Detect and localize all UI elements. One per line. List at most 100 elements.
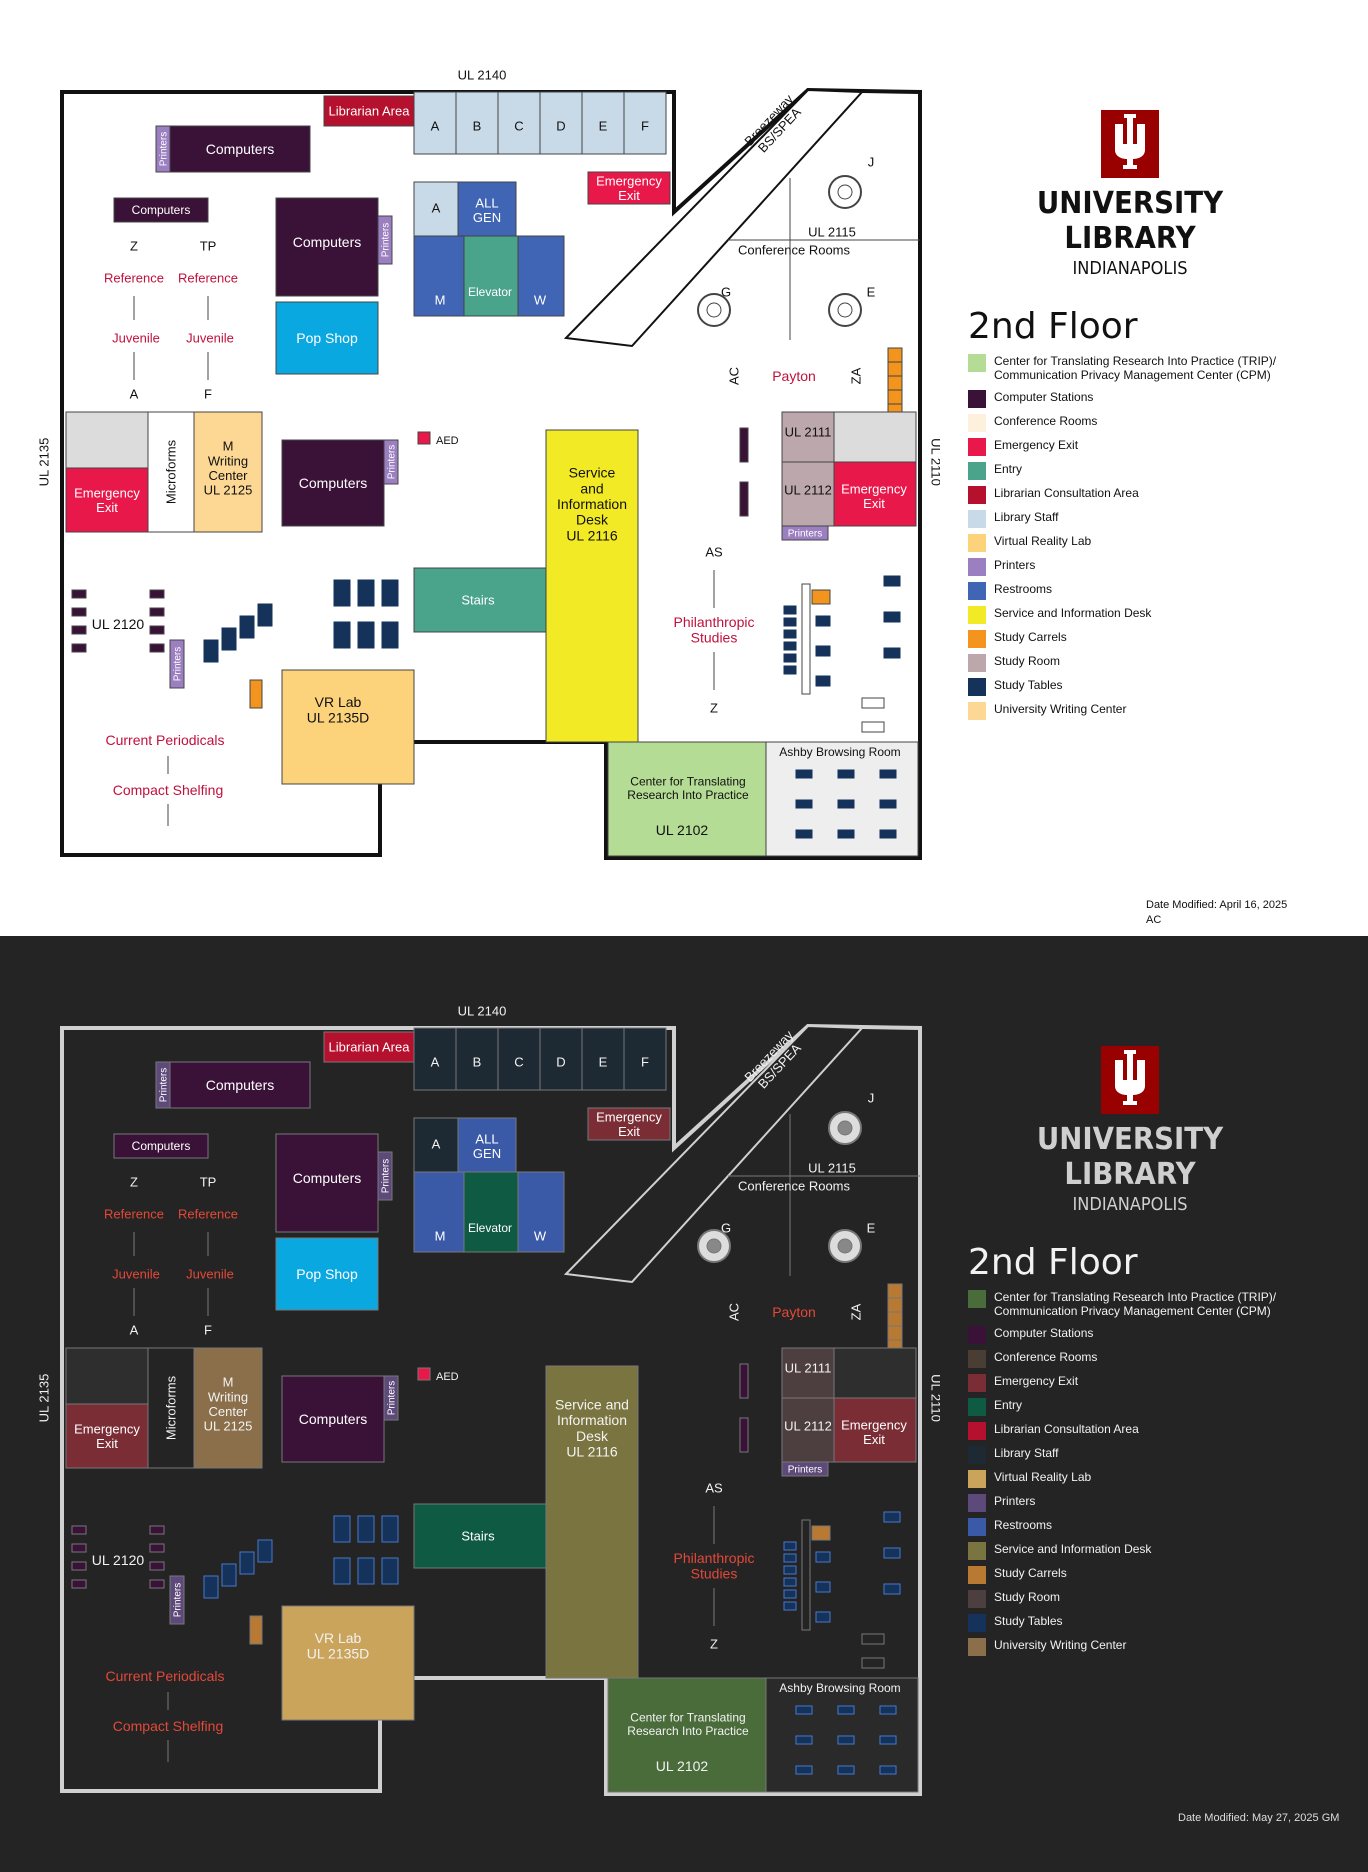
- computer-station: [149, 1561, 165, 1571]
- reference-label: Reference: [178, 271, 238, 286]
- legend-swatch: [968, 486, 986, 504]
- computer-station: [71, 1525, 87, 1535]
- conf-letter: G: [721, 285, 731, 300]
- study-table: [783, 1589, 797, 1599]
- study-carrel: [887, 1283, 903, 1299]
- conference-table-center: [837, 302, 853, 318]
- brand-block: UNIVERSITY LIBRARY INDIANAPOLIS: [980, 1046, 1280, 1215]
- reference-label: Reference: [104, 1207, 164, 1222]
- staff-room-a: [413, 1027, 457, 1091]
- study-table: [815, 1581, 831, 1593]
- legend-swatch: [968, 654, 986, 672]
- pop-shop-label: Pop Shop: [296, 330, 358, 346]
- ul2111-label: UL 2111: [785, 425, 832, 440]
- payton-end: ZA: [849, 367, 864, 384]
- study-table: [333, 1515, 351, 1543]
- conf-letter: J: [868, 155, 875, 170]
- librarian-area: [323, 1031, 415, 1063]
- study-carrel: [887, 1297, 903, 1313]
- computer-station: [71, 625, 87, 635]
- legend-label: Printers: [994, 558, 1036, 572]
- study-table: [883, 647, 901, 659]
- printers-label: Printers: [381, 223, 392, 257]
- study-table: [795, 1765, 813, 1775]
- study-table: [381, 621, 399, 649]
- vr-lab: [281, 669, 415, 785]
- study-table: [815, 1611, 831, 1623]
- all-gen-restroom: [457, 181, 517, 237]
- study-table: [883, 611, 901, 623]
- payton-label: Payton: [772, 1304, 816, 1320]
- legend-swatch: [968, 438, 986, 456]
- legend-label: Conference Rooms: [994, 1350, 1098, 1364]
- elevator: [463, 235, 519, 317]
- staff-room-label: E: [599, 119, 608, 134]
- emergency-exit-right: [833, 461, 917, 527]
- current-periodicals-label: Current Periodicals: [105, 732, 224, 748]
- brand-subtitle: INDIANAPOLIS: [1072, 258, 1188, 279]
- all-gen-restroom: [457, 1117, 517, 1173]
- staff-room-b: [455, 1027, 499, 1091]
- study-table: [883, 575, 901, 587]
- legend-swatch: [968, 1614, 986, 1632]
- study-table: [381, 579, 399, 607]
- study-carrel: [249, 1615, 263, 1645]
- study-table: [239, 1551, 255, 1575]
- conference-rooms-label: Conference Rooms: [738, 1179, 850, 1194]
- printers-label: Printers: [159, 1068, 170, 1102]
- study-table: [203, 639, 219, 663]
- iu-trident-icon: [1101, 110, 1159, 178]
- shelf-letter: F: [204, 387, 212, 402]
- legend-swatch: [968, 1398, 986, 1416]
- computers-2: [113, 1133, 209, 1159]
- date-modified: Date Modified: May 27, 2025 GM: [1178, 1812, 1340, 1824]
- restroom-w: [517, 1171, 565, 1253]
- study-table: [783, 1541, 797, 1551]
- printers-label: Printers: [387, 1381, 398, 1415]
- study-table: [879, 769, 897, 779]
- study-table: [203, 1575, 219, 1599]
- counter: [801, 1519, 811, 1631]
- legend-label: Virtual Reality Lab: [994, 534, 1092, 548]
- computer-station: [739, 481, 749, 517]
- study-table: [837, 829, 855, 839]
- brand-block: UNIVERSITY LIBRARY INDIANAPOLIS: [980, 110, 1280, 279]
- legend-label: Service and Information Desk: [994, 1542, 1152, 1556]
- study-table: [795, 799, 813, 809]
- conference-table-center: [837, 1120, 853, 1136]
- aed-icon: [417, 431, 431, 445]
- study-table: [783, 629, 797, 639]
- printers-2: [377, 1151, 393, 1201]
- study-table: [837, 799, 855, 809]
- study-carrel: [887, 389, 903, 405]
- study-room-2111: [781, 1347, 835, 1399]
- staff-room-b: [455, 91, 499, 155]
- study-table: [883, 1547, 901, 1559]
- study-table: [783, 1601, 797, 1611]
- study-table: [221, 627, 237, 651]
- computer-station: [71, 607, 87, 617]
- legend-label: Library Staff: [994, 1446, 1059, 1460]
- staff-label: A: [432, 201, 441, 216]
- study-table: [357, 579, 375, 607]
- study-carrel: [811, 589, 831, 605]
- conf-letter: E: [867, 285, 876, 300]
- ul2111-label: UL 2111: [785, 1361, 832, 1376]
- study-table: [783, 653, 797, 663]
- z-label: Z: [710, 1637, 718, 1652]
- printers-4: [169, 1575, 185, 1625]
- computers-label: Computers: [132, 203, 191, 217]
- printers-5: [781, 525, 829, 541]
- shelf-letter: A: [130, 1323, 139, 1338]
- shelf-letter: TP: [200, 1175, 217, 1190]
- study-table: [357, 1515, 375, 1543]
- elevator-label: Elevator: [468, 1221, 512, 1235]
- staff-room-label: A: [431, 1055, 440, 1070]
